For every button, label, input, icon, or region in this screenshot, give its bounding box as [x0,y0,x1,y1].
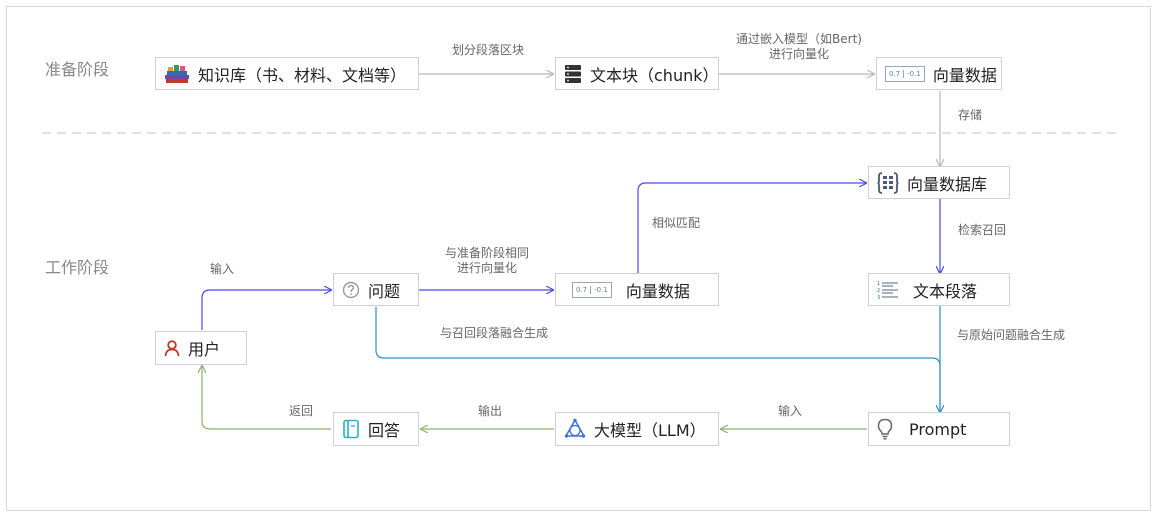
node-question[interactable]: 问题 [333,273,419,306]
stage-label-prepare: 准备阶段 [45,60,110,79]
vector-badge-right: -0.1 [590,285,611,294]
node-label: 向量数据库 [907,174,988,194]
books-icon [164,63,190,85]
node-vector-data-top[interactable]: 0.7 -0.1 向量数据 [876,57,1002,90]
node-llm[interactable]: 大模型（LLM） [555,412,719,446]
node-label: 问题 [368,281,401,301]
edge-label-store: 存储 [958,108,983,122]
node-label: 用户 [188,340,221,359]
answer-book-icon [342,419,360,439]
node-label: Prompt [909,419,967,439]
edge-return [202,366,331,430]
node-knowledge-base[interactable]: 知识库（书、材料、文档等） [155,57,419,90]
svg-text:3: 3 [877,295,880,300]
svg-text:1: 1 [877,281,880,287]
edge-label-fuse-original: 与原始问题融合生成 [957,328,1066,342]
node-label: 大模型（LLM） [594,421,706,440]
user-icon [164,339,180,357]
edge-label-embed: 通过嵌入模型（如Bert) 进行向量化 [731,32,867,62]
edge-label-embed-line2: 进行向量化 [768,47,829,61]
vector-badge-right: -0.1 [903,69,924,78]
edge-label-input-prompt: 输入 [778,404,803,418]
edge-input-user [201,290,331,330]
edge-fuse-recall [375,307,940,412]
node-label: 文本块（chunk） [590,65,719,85]
edge-label-split: 划分段落区块 [452,43,525,57]
node-text-chunk[interactable]: 文本块（chunk） [555,57,719,90]
node-vector-database[interactable]: 向量数据库 [868,166,1010,199]
question-icon [342,281,360,299]
server-stack-icon [564,64,582,84]
edge-label-embed-line1: 通过嵌入模型（如Bert) [736,32,862,46]
vector-badge-icon: 0.7 -0.1 [885,65,925,82]
edge-label-vectorize-line2: 进行向量化 [456,261,517,275]
edge-label-vectorize: 与准备阶段相同 进行向量化 [440,246,534,276]
node-label: 知识库（书、材料、文档等） [198,65,407,85]
node-vector-data-mid[interactable]: 0.7 -0.1 向量数据 [555,273,719,306]
edge-label-vectorize-line1: 与准备阶段相同 [444,246,529,260]
lightbulb-icon [877,418,893,440]
node-user[interactable]: 用户 [155,331,247,365]
edge-label-retrieve: 检索召回 [958,223,1007,237]
edge-label-output: 输出 [478,404,503,418]
node-prompt[interactable]: Prompt [868,412,1010,446]
edge-similar-match [637,183,866,273]
stage-label-work: 工作阶段 [45,258,110,277]
vector-badge-left: 0.7 [889,69,901,78]
model-network-icon [564,418,586,440]
node-label: 向量数据 [625,281,690,301]
vector-database-icon [877,171,899,195]
vector-badge-icon: 0.7 -0.1 [572,281,612,298]
edge-label-fuse-recall: 与召回段落融合生成 [440,326,549,340]
edge-label-similar-match: 相似匹配 [652,216,701,230]
svg-text:2: 2 [877,288,880,294]
vector-badge-left: 0.7 [576,285,588,294]
node-answer[interactable]: 回答 [333,412,419,446]
node-label: 回答 [368,421,401,440]
edge-label-input-user: 输入 [210,262,235,276]
edge-label-return: 返回 [289,404,314,418]
node-label: 文本段落 [913,281,978,301]
node-label: 向量数据 [932,65,997,85]
diagram-frame [6,6,1151,511]
